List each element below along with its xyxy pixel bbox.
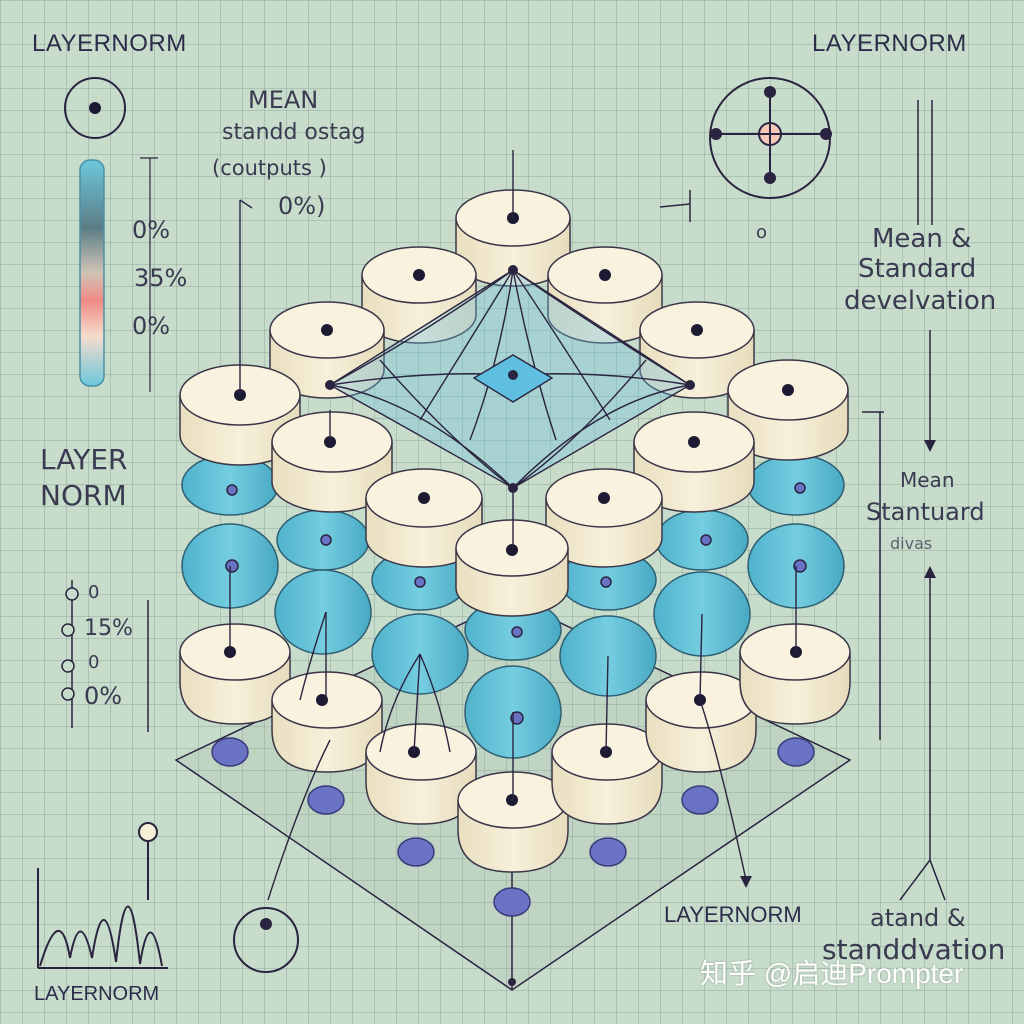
bar-pct-3: 0% xyxy=(132,312,171,340)
cup-node xyxy=(365,723,477,825)
gradient-bar xyxy=(79,157,158,392)
wave-chart-icon xyxy=(37,842,168,969)
bar-pct-2: 35% xyxy=(134,264,188,292)
watermark: 知乎 @启迪Prompter xyxy=(700,958,964,989)
chain-pct-1: 0 xyxy=(88,582,100,603)
cup-node xyxy=(551,723,663,825)
chain-pct-4: 0% xyxy=(84,682,123,710)
cup-node xyxy=(739,623,851,725)
bottom-left-label: LAYERNORM xyxy=(34,983,160,1005)
node-circle-icon xyxy=(233,907,299,973)
left-norm-label: NORM xyxy=(40,479,127,512)
cylinder-node xyxy=(545,468,663,568)
bottom-right-1: atand & xyxy=(870,904,966,932)
title-top-left: LAYERNORM xyxy=(32,30,187,57)
base-feet xyxy=(211,737,815,917)
left-layer-label: LAYER xyxy=(40,443,128,476)
right-divas: divas xyxy=(890,534,933,553)
mean-std-right-1: Mean & xyxy=(872,224,972,254)
small-mark: o xyxy=(756,222,768,243)
chain-pct-2: 15% xyxy=(84,616,133,641)
cylinder-node xyxy=(727,359,849,461)
mean-std-right-2: Standard xyxy=(858,254,977,284)
zero-percent-top: 0%) xyxy=(278,192,326,220)
mean-std-right-3: develvation xyxy=(844,286,997,316)
compass-circle-icon xyxy=(709,77,832,199)
bottom-right-2: standdvation xyxy=(822,933,1006,966)
right-standard: Stantuard xyxy=(866,498,985,526)
cylinder-node xyxy=(455,519,569,617)
bar-pct-1: 0% xyxy=(132,216,171,244)
mean-caps-label: MEAN xyxy=(248,86,319,114)
outputs-label: (coutputs ) xyxy=(212,156,327,180)
center-bottom-label: LAYERNORM xyxy=(664,902,802,927)
chain-pct-3: 0 xyxy=(88,652,100,673)
cup-node xyxy=(457,771,569,873)
right-mean-small: Mean xyxy=(900,468,955,492)
std-line-label: standd ostag xyxy=(222,120,366,145)
target-circle-icon xyxy=(64,77,126,139)
title-top-right: LAYERNORM xyxy=(812,30,967,57)
percent-chain xyxy=(61,580,149,732)
cup-node xyxy=(271,671,383,773)
